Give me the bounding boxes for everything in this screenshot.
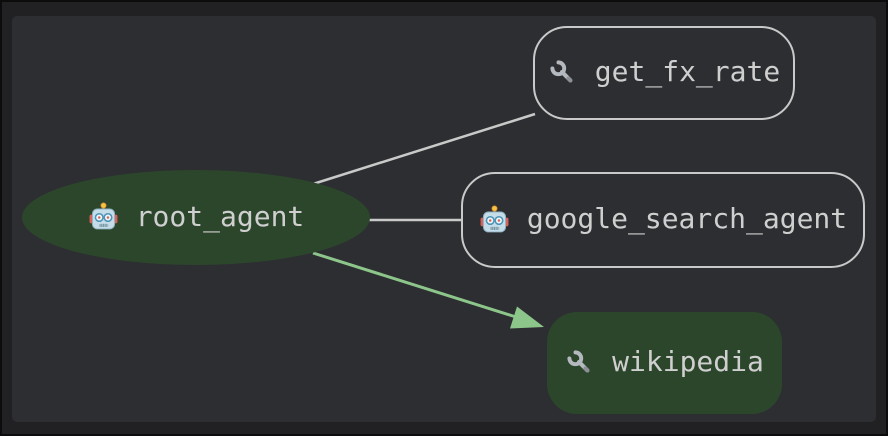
node-label: root_agent xyxy=(135,199,305,233)
wrench-icon xyxy=(565,348,595,378)
robot-icon xyxy=(479,204,510,236)
wrench-icon xyxy=(548,58,578,88)
node-root-agent[interactable]: root_agent xyxy=(22,170,370,265)
arrowhead-icon xyxy=(510,306,544,329)
node-label: get_fx_rate xyxy=(594,55,781,88)
node-get-fx-rate[interactable]: get_fx_rate xyxy=(533,26,795,120)
node-wikipedia[interactable]: wikipedia xyxy=(547,312,782,414)
robot-icon xyxy=(88,202,119,233)
agent-graph-canvas[interactable]: root_agent get_fx_rate xyxy=(12,16,876,422)
node-label: google_search_agent xyxy=(526,202,848,235)
node-label: wikipedia xyxy=(612,345,764,378)
node-google-search-agent[interactable]: google_search_agent xyxy=(461,172,865,268)
